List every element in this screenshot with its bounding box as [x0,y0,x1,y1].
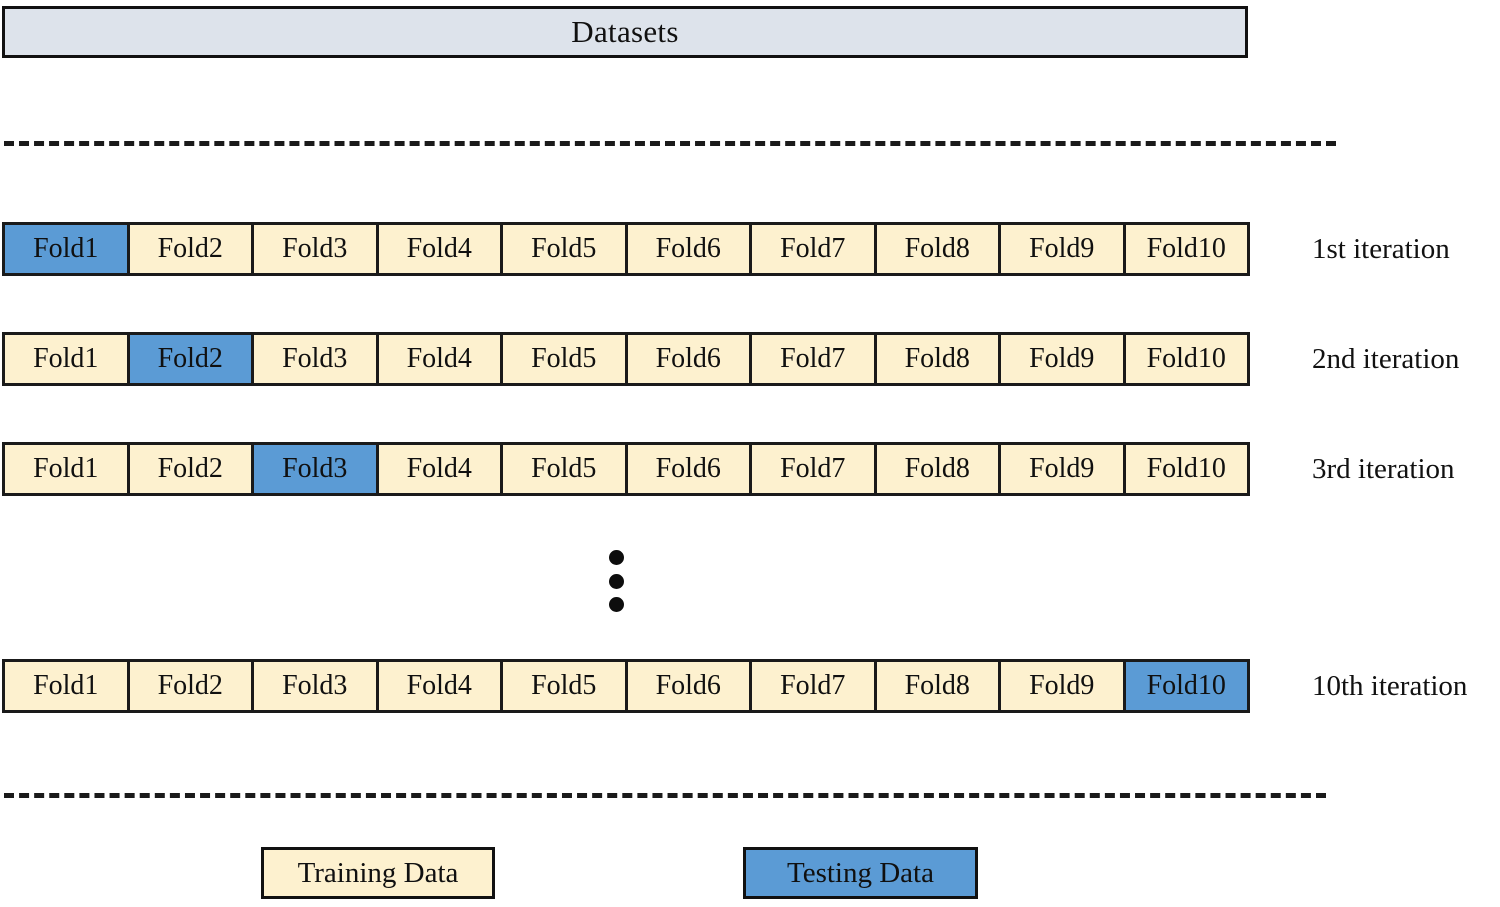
fold-cell-training: Fold5 [500,222,628,276]
fold-cell-training: Fold8 [873,442,1001,496]
fold-cell-training: Fold8 [873,222,1001,276]
fold-cell-training: Fold8 [873,659,1001,713]
fold-cell-training: Fold1 [2,442,130,496]
fold-cell-training: Fold8 [873,332,1001,386]
fold-cell-training: Fold5 [500,659,628,713]
fold-cell-training: Fold4 [375,442,503,496]
fold-cell-training: Fold2 [126,222,254,276]
fold-cell-testing: Fold1 [2,222,130,276]
fold-cell-training: Fold9 [998,222,1126,276]
fold-cell-training: Fold1 [2,332,130,386]
fold-cell-training: Fold6 [624,659,752,713]
fold-cell-training: Fold9 [998,659,1126,713]
fold-cell-training: Fold3 [251,222,379,276]
fold-cell-training: Fold10 [1122,222,1250,276]
fold-cell-training: Fold4 [375,222,503,276]
fold-cell-training: Fold5 [500,332,628,386]
iteration-label: 10th iteration [1312,670,1468,702]
fold-cell-training: Fold2 [126,659,254,713]
legend-training-label: Training Data [297,856,459,889]
bottom-dashed-separator [4,793,1326,798]
fold-cell-training: Fold3 [251,659,379,713]
ellipsis-dot [608,573,624,589]
fold-cell-training: Fold1 [2,659,130,713]
legend-training-data: Training Data [261,847,495,899]
fold-cell-testing: Fold10 [1122,659,1250,713]
fold-cell-training: Fold7 [749,332,877,386]
fold-cell-testing: Fold2 [126,332,254,386]
fold-cell-training: Fold9 [998,442,1126,496]
legend-testing-data: Testing Data [743,847,978,899]
fold-cell-training: Fold3 [251,332,379,386]
datasets-header-box: Datasets [2,6,1248,58]
top-dashed-separator [4,141,1336,146]
fold-cell-training: Fold4 [375,659,503,713]
fold-cell-training: Fold10 [1122,442,1250,496]
fold-cell-training: Fold4 [375,332,503,386]
ellipsis-dot [608,597,624,612]
iteration-label: 2nd iteration [1312,343,1460,375]
ellipsis-dot [608,550,624,565]
fold-cell-training: Fold7 [749,659,877,713]
fold-cell-training: Fold7 [749,442,877,496]
fold-cell-training: Fold10 [1122,332,1250,386]
legend-testing-label: Testing Data [787,856,934,889]
iteration-label: 3rd iteration [1312,453,1455,485]
datasets-header-label: Datasets [571,14,679,49]
vertical-ellipsis-icon [606,550,626,612]
fold-cell-training: Fold6 [624,222,752,276]
fold-cell-training: Fold6 [624,442,752,496]
fold-cell-testing: Fold3 [251,442,379,496]
fold-cell-training: Fold9 [998,332,1126,386]
fold-cell-training: Fold5 [500,442,628,496]
fold-cell-training: Fold7 [749,222,877,276]
fold-cell-training: Fold6 [624,332,752,386]
iteration-label: 1st iteration [1312,233,1450,265]
fold-cell-training: Fold2 [126,442,254,496]
